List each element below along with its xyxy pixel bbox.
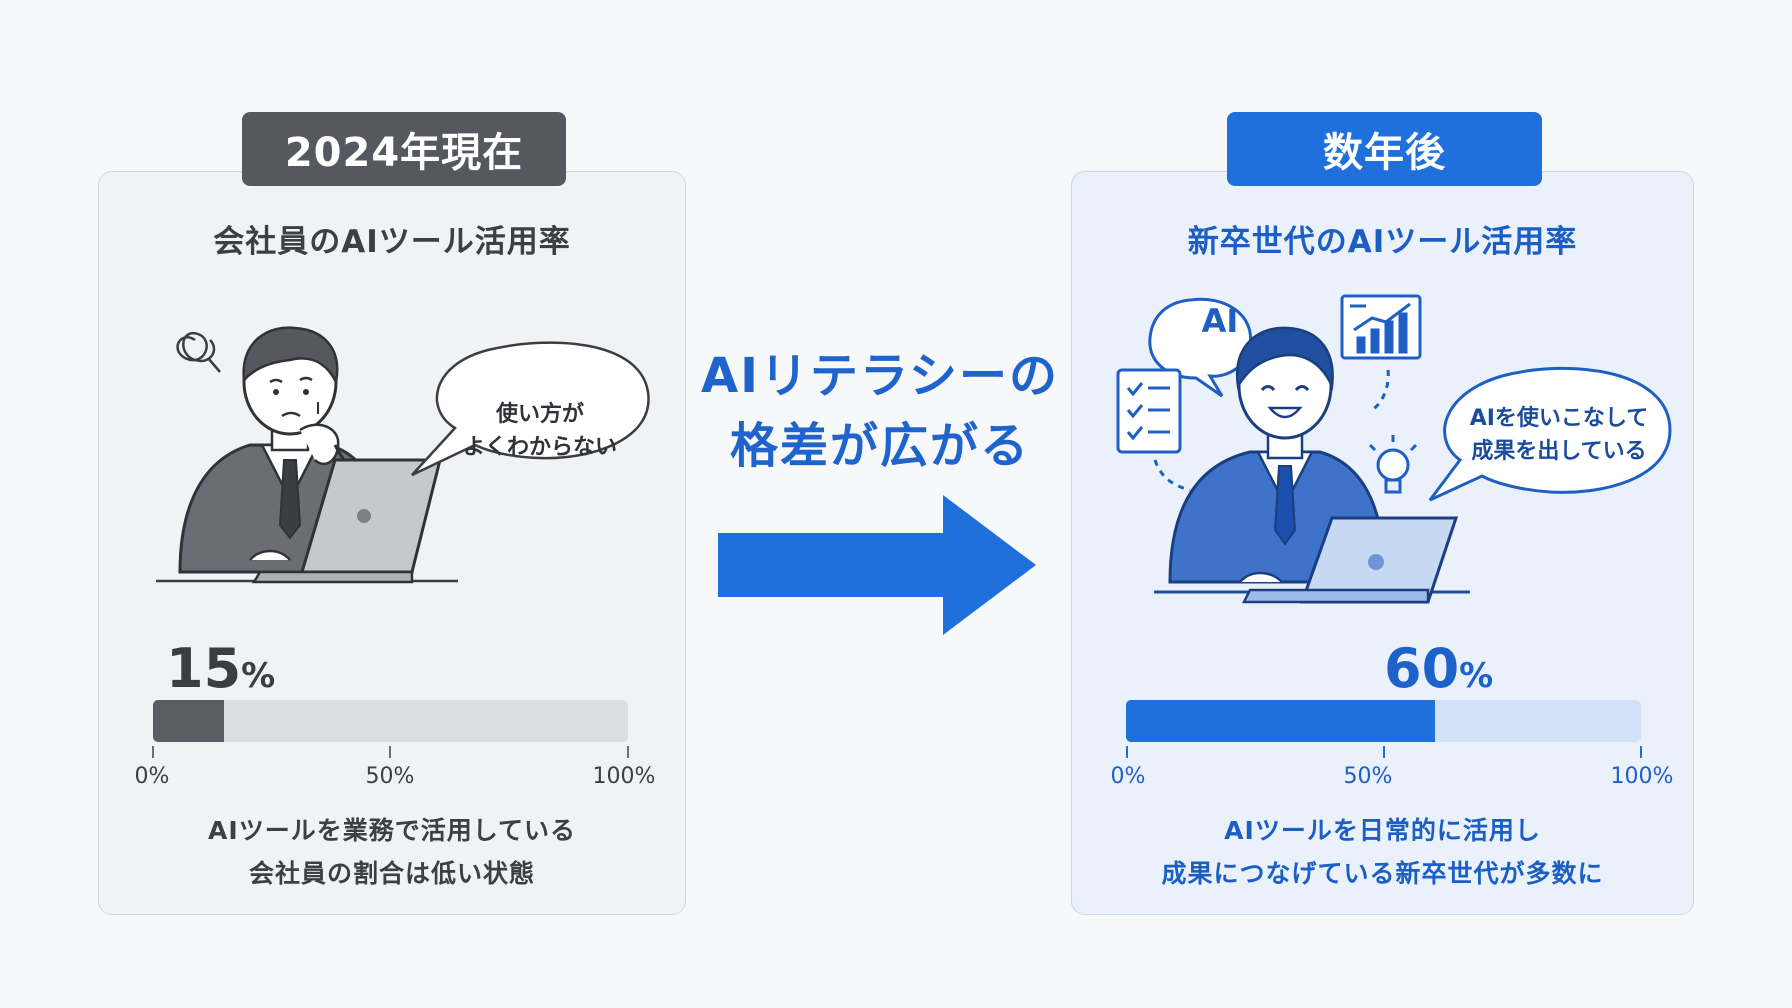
- current-panel-title: 会社員のAIツール活用率: [213, 224, 571, 260]
- future-progress-bar: [1126, 700, 1641, 742]
- confident-worker-illustration: [1110, 290, 1690, 620]
- tick-label-100: 100%: [592, 764, 656, 789]
- center-message: AIリテラシーの 格差が広がる: [700, 348, 1060, 474]
- tick-label-100: 100%: [1610, 764, 1674, 789]
- current-caption: AIツールを業務で活用している 会社員の割合は低い状態: [208, 816, 576, 888]
- future-caption: AIツールを日常的に活用し 成果につなげている新卒世代が多数に: [1161, 816, 1604, 888]
- tick-50: [1383, 746, 1385, 758]
- arrow-right-icon: [718, 495, 1038, 639]
- laptop-icon: [251, 458, 442, 584]
- tick-100: [1640, 746, 1642, 758]
- current-progress-bar: [153, 700, 628, 742]
- speech-bubble-icon: [1428, 366, 1672, 502]
- tick-50: [389, 746, 391, 758]
- tick-label-0: 0%: [134, 764, 170, 789]
- tick-label-50: 50%: [1343, 764, 1393, 789]
- lightbulb-icon: [1368, 435, 1418, 494]
- future-progress-fill: [1126, 700, 1435, 742]
- current-percentage: 15%: [166, 637, 276, 700]
- future-panel-title: 新卒世代のAIツール活用率: [1187, 224, 1578, 260]
- confident-speech-text: AIを使いこなして 成果を出している: [1469, 406, 1649, 464]
- confused-worker-illustration: [150, 310, 670, 610]
- tick-0: [152, 746, 154, 758]
- tick-label-50: 50%: [365, 764, 415, 789]
- confused-scribble-icon: [176, 331, 221, 373]
- future-percentage: 60%: [1384, 637, 1494, 700]
- current-progress-fill: [153, 700, 225, 742]
- ai-bubble-text: AI: [1201, 302, 1239, 340]
- current-year-tag: 2024年現在: [242, 112, 566, 186]
- checklist-icon: [1116, 368, 1191, 492]
- tick-label-0: 0%: [1110, 764, 1146, 789]
- confused-speech-text: 使い方が よくわからない: [462, 402, 617, 460]
- laptop-icon: [1241, 516, 1459, 604]
- growth-chart-icon: [1340, 294, 1422, 412]
- future-year-tag: 数年後: [1227, 112, 1542, 186]
- tick-0: [1126, 746, 1128, 758]
- speech-bubble-icon: [411, 341, 650, 477]
- tick-100: [627, 746, 629, 758]
